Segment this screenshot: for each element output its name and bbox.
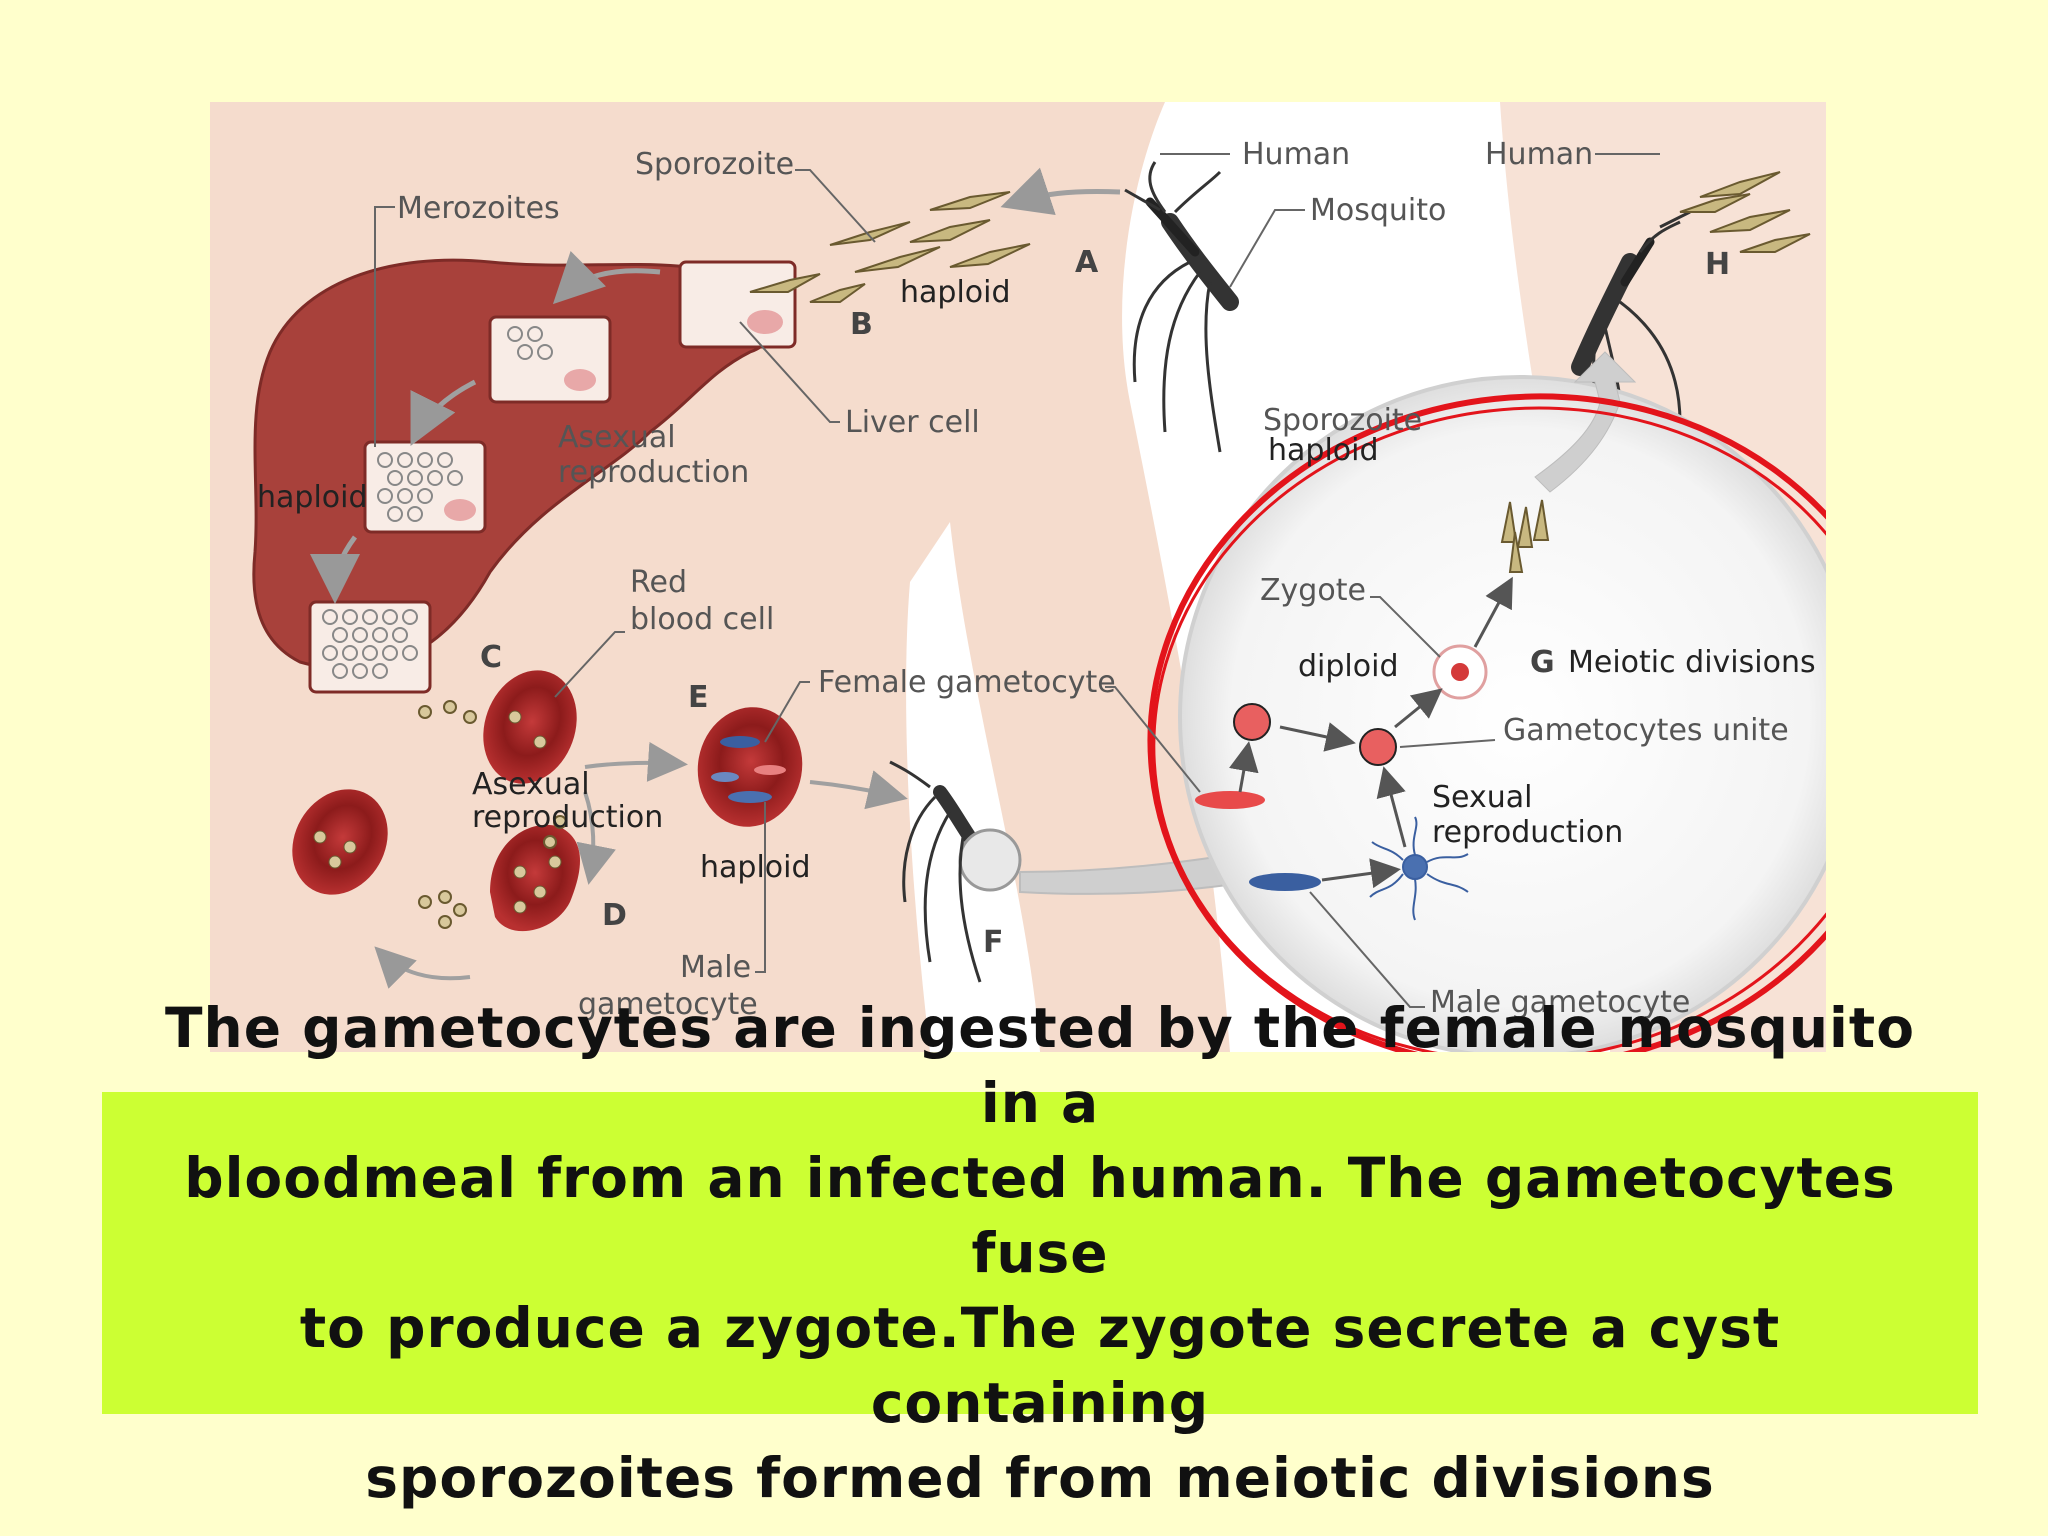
leader-mosquito xyxy=(1229,209,1305,288)
leader-zygote xyxy=(1370,596,1441,658)
arrow-mosquito-to-liver xyxy=(1000,167,1121,216)
arrow-zygote-up xyxy=(1473,576,1513,648)
label-zygote: Zygote xyxy=(1260,573,1366,608)
red-blood-cell-e xyxy=(697,707,803,827)
leader-liver-cell xyxy=(739,321,840,423)
oocyst-sporozoites xyxy=(1500,499,1550,573)
label-meiotic-divisions: Meiotic divisions xyxy=(1568,645,1816,680)
label-red-2: blood cell xyxy=(630,602,774,637)
label-sexual-1: Sexual xyxy=(1432,780,1532,815)
arrow-c-to-e xyxy=(584,741,688,782)
released-merozoites xyxy=(418,700,567,929)
label-male-gametocyte-2: gametocyte xyxy=(578,987,758,1022)
female-gamete xyxy=(1233,703,1271,741)
label-mosquito: Mosquito xyxy=(1310,193,1446,228)
label-human-left: Human xyxy=(1242,137,1350,172)
label-haploid-e: haploid xyxy=(700,850,811,885)
label-red-1: Red xyxy=(630,565,687,600)
caption-line-1: The gametocytes are ingested by the fema… xyxy=(165,995,1915,1135)
leader-sporozoite xyxy=(795,169,876,243)
leader-female-gametocyte xyxy=(764,681,810,743)
leader-male-gametocyte xyxy=(755,802,766,973)
female-gametocyte-in-lens xyxy=(1195,791,1265,809)
male-gametocyte-in-lens xyxy=(1249,873,1321,891)
letter-h: H xyxy=(1705,247,1730,282)
label-sporozoite-right: Sporozoite xyxy=(1263,403,1422,438)
label-asexual-liver-2: reproduction xyxy=(558,455,749,490)
leader-male-gametocyte-right xyxy=(1309,891,1425,1008)
arrow-e-to-f xyxy=(809,770,908,810)
united-gametes xyxy=(1359,728,1397,766)
label-asexual-blood-2: reproduction xyxy=(472,800,663,835)
letter-d: D xyxy=(602,898,627,933)
leader-merozoites xyxy=(374,206,395,447)
caption-line-3: to produce a zygote.The zygote secrete a… xyxy=(299,1295,1781,1435)
label-merozoites: Merozoites xyxy=(397,191,560,226)
arrow-male-to-gamete xyxy=(1321,858,1401,889)
caption-box: The gametocytes are ingested by the fema… xyxy=(102,996,1978,1510)
red-blood-cell-d xyxy=(490,824,580,932)
leader-rbc xyxy=(554,631,625,698)
letter-a: A xyxy=(1075,245,1099,280)
red-blood-cell-c xyxy=(483,670,577,784)
liver-cell-c xyxy=(308,600,432,694)
sporozoites-h xyxy=(1679,171,1811,253)
liver xyxy=(252,258,778,671)
label-asexual-blood-1: Asexual xyxy=(472,767,590,802)
arrow-gametes-unite xyxy=(1279,722,1356,752)
zygote-cell xyxy=(1432,644,1488,700)
label-gametocytes-unite: Gametocytes unite xyxy=(1503,713,1789,748)
label-asexual-liver-1: Asexual xyxy=(558,420,676,455)
arrow-liver-1 xyxy=(552,251,661,305)
letter-c: C xyxy=(480,640,502,675)
letter-f: F xyxy=(983,925,1004,960)
mosquito-f xyxy=(889,760,1022,983)
label-female-gametocyte: Female gametocyte xyxy=(818,665,1116,700)
sporozoites-a xyxy=(749,191,1031,303)
arrow-gamete-up xyxy=(1376,766,1407,848)
label-diploid: diploid xyxy=(1298,649,1399,684)
label-human-right: Human xyxy=(1485,137,1593,172)
leg-gap-lower-left xyxy=(906,522,1040,1052)
caption-line-4: sporozoites formed from meiotic division… xyxy=(365,1445,1715,1510)
red-blood-cell-left xyxy=(292,789,388,895)
label-sporozoite: Sporozoite xyxy=(635,147,794,182)
caption-text: The gametocytes are ingested by the fema… xyxy=(132,991,1948,1516)
label-haploid-right: haploid xyxy=(1268,433,1379,468)
leader-gametocytes-unite xyxy=(1399,739,1496,748)
letter-e: E xyxy=(688,680,709,715)
arrow-c-to-d xyxy=(576,791,616,885)
arrow-liver-3 xyxy=(310,535,361,604)
arrow-liver-2 xyxy=(410,379,477,446)
label-liver-cell: Liver cell xyxy=(845,405,980,440)
mosquito-a xyxy=(1124,161,1239,453)
caption-line-2: bloodmeal from an infected human. The ga… xyxy=(184,1145,1896,1285)
arrow-female-up xyxy=(1229,741,1259,793)
label-haploid-b: haploid xyxy=(900,275,1011,310)
arrow-to-mosquito-h xyxy=(1534,351,1637,493)
liver-cell-3 xyxy=(363,440,487,534)
letter-g: G xyxy=(1530,645,1555,680)
liver-cell-b xyxy=(678,260,797,349)
label-haploid-liver: haploid xyxy=(257,480,368,515)
label-male-gametocyte-1: Male xyxy=(680,950,751,985)
liver-cell-2 xyxy=(488,315,612,404)
leader-female-gametocyte-right xyxy=(1105,686,1201,793)
letter-b: B xyxy=(850,307,873,342)
label-male-gametocyte-right: Male gametocyte xyxy=(1430,985,1690,1020)
label-sexual-2: reproduction xyxy=(1432,815,1623,850)
arrow-d-to-left xyxy=(374,946,471,989)
arrow-to-zygote xyxy=(1394,688,1443,729)
malaria-life-cycle-diagram: Human Human Mosquito Sporozoite Merozoit… xyxy=(210,102,1913,1071)
